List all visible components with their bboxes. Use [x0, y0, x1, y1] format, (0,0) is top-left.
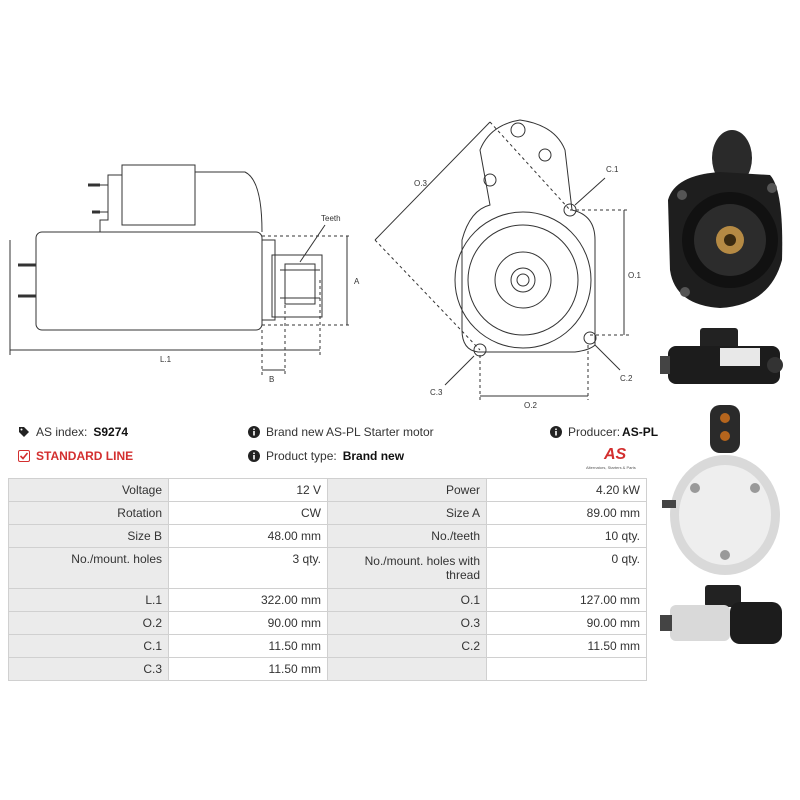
table-row: C.3 11.50 mm	[8, 657, 647, 681]
spec-value: 89.00 mm	[486, 501, 647, 525]
spec-label: No./mount. holes	[8, 547, 169, 589]
logo-mark: AS	[604, 446, 627, 463]
side-view-drawing	[9, 164, 352, 375]
teeth-label: Teeth	[321, 214, 341, 223]
checkbox-checked-icon	[18, 450, 30, 462]
tags-icon	[18, 426, 30, 438]
logo-tagline: Alternators, Starters & Parts	[586, 465, 636, 470]
spec-value: 10 qty.	[486, 524, 647, 548]
spec-value: 127.00 mm	[486, 588, 647, 612]
table-row: C.1 11.50 mm C.2 11.50 mm	[8, 634, 647, 658]
spec-value: 12 V	[168, 478, 328, 502]
spec-value: 11.50 mm	[168, 657, 328, 681]
table-row: Rotation CW Size A 89.00 mm	[8, 501, 647, 525]
dim-c3-label: C.3	[430, 388, 443, 397]
product-photo-side-black	[660, 328, 783, 384]
info-icon	[248, 450, 260, 462]
spec-value: 11.50 mm	[168, 634, 328, 658]
dim-a-label: A	[354, 277, 360, 286]
as-index-label: AS index:	[36, 425, 88, 439]
product-type-label: Product type:	[266, 449, 337, 463]
dim-b-label: B	[269, 375, 274, 384]
table-row: No./mount. holes 3 qty. No./mount. holes…	[8, 547, 647, 589]
specs-table: Voltage 12 V Power 4.20 kW Rotation CW S…	[8, 478, 647, 681]
spec-label	[327, 657, 487, 681]
dim-o1-label: O.1	[628, 271, 641, 280]
spec-value: 4.20 kW	[486, 478, 647, 502]
spec-value: 322.00 mm	[168, 588, 328, 612]
spec-label: Size B	[8, 524, 169, 548]
as-index-value: S9274	[93, 425, 129, 439]
product-photo-front-silver	[662, 405, 780, 575]
spec-label: O.1	[327, 588, 487, 612]
producer-label: Producer:	[568, 425, 621, 439]
spec-label: No./mount. holes with thread	[327, 547, 487, 589]
spec-label: Size A	[327, 501, 487, 525]
technical-drawing: Teeth A B L.1 O.3 O.1 O.2 C.1 C.2 C.3	[9, 119, 641, 410]
standard-line-label: STANDARD LINE	[36, 449, 134, 463]
spec-value: 0 qty.	[486, 547, 647, 589]
dim-c1-label: C.1	[606, 165, 619, 174]
product-photo-front-black	[668, 130, 783, 308]
spec-label: No./teeth	[327, 524, 487, 548]
product-photo-side-silver	[660, 585, 782, 644]
info-icon	[248, 426, 260, 438]
spec-value	[486, 657, 647, 681]
spec-label: Rotation	[8, 501, 169, 525]
spec-label: C.3	[8, 657, 169, 681]
table-row: O.2 90.00 mm O.3 90.00 mm	[8, 611, 647, 635]
producer: Producer: AS-PL	[550, 425, 658, 439]
spec-label: O.3	[327, 611, 487, 635]
table-row: Size B 48.00 mm No./teeth 10 qty.	[8, 524, 647, 548]
product-description: Brand new AS-PL Starter motor	[248, 425, 434, 439]
as-index: AS index: S9274	[18, 425, 128, 439]
spec-value: 3 qty.	[168, 547, 328, 589]
info-icon	[550, 426, 562, 438]
spec-label: L.1	[8, 588, 169, 612]
spec-value: CW	[168, 501, 328, 525]
standard-line: STANDARD LINE	[18, 449, 133, 463]
product-type-value: Brand new	[342, 449, 405, 463]
spec-label: C.1	[8, 634, 169, 658]
front-view-drawing	[374, 119, 630, 400]
spec-value: 48.00 mm	[168, 524, 328, 548]
dim-o2-label: O.2	[524, 401, 537, 410]
spec-value: 90.00 mm	[168, 611, 328, 635]
spec-value: 90.00 mm	[486, 611, 647, 635]
dim-l1-label: L.1	[160, 355, 172, 364]
product-type: Product type: Brand new	[248, 449, 404, 463]
as-pl-logo: AS Alternators, Starters & Parts	[586, 446, 648, 472]
spec-label: Power	[327, 478, 487, 502]
spec-label: C.2	[327, 634, 487, 658]
dim-c2-label: C.2	[620, 374, 633, 383]
spec-label: Voltage	[8, 478, 169, 502]
spec-label: O.2	[8, 611, 169, 635]
table-row: Voltage 12 V Power 4.20 kW	[8, 478, 647, 502]
producer-value: AS-PL	[622, 425, 659, 439]
dim-o3-label: O.3	[414, 179, 427, 188]
table-row: L.1 322.00 mm O.1 127.00 mm	[8, 588, 647, 612]
description-text: Brand new AS-PL Starter motor	[266, 425, 434, 439]
spec-value: 11.50 mm	[486, 634, 647, 658]
